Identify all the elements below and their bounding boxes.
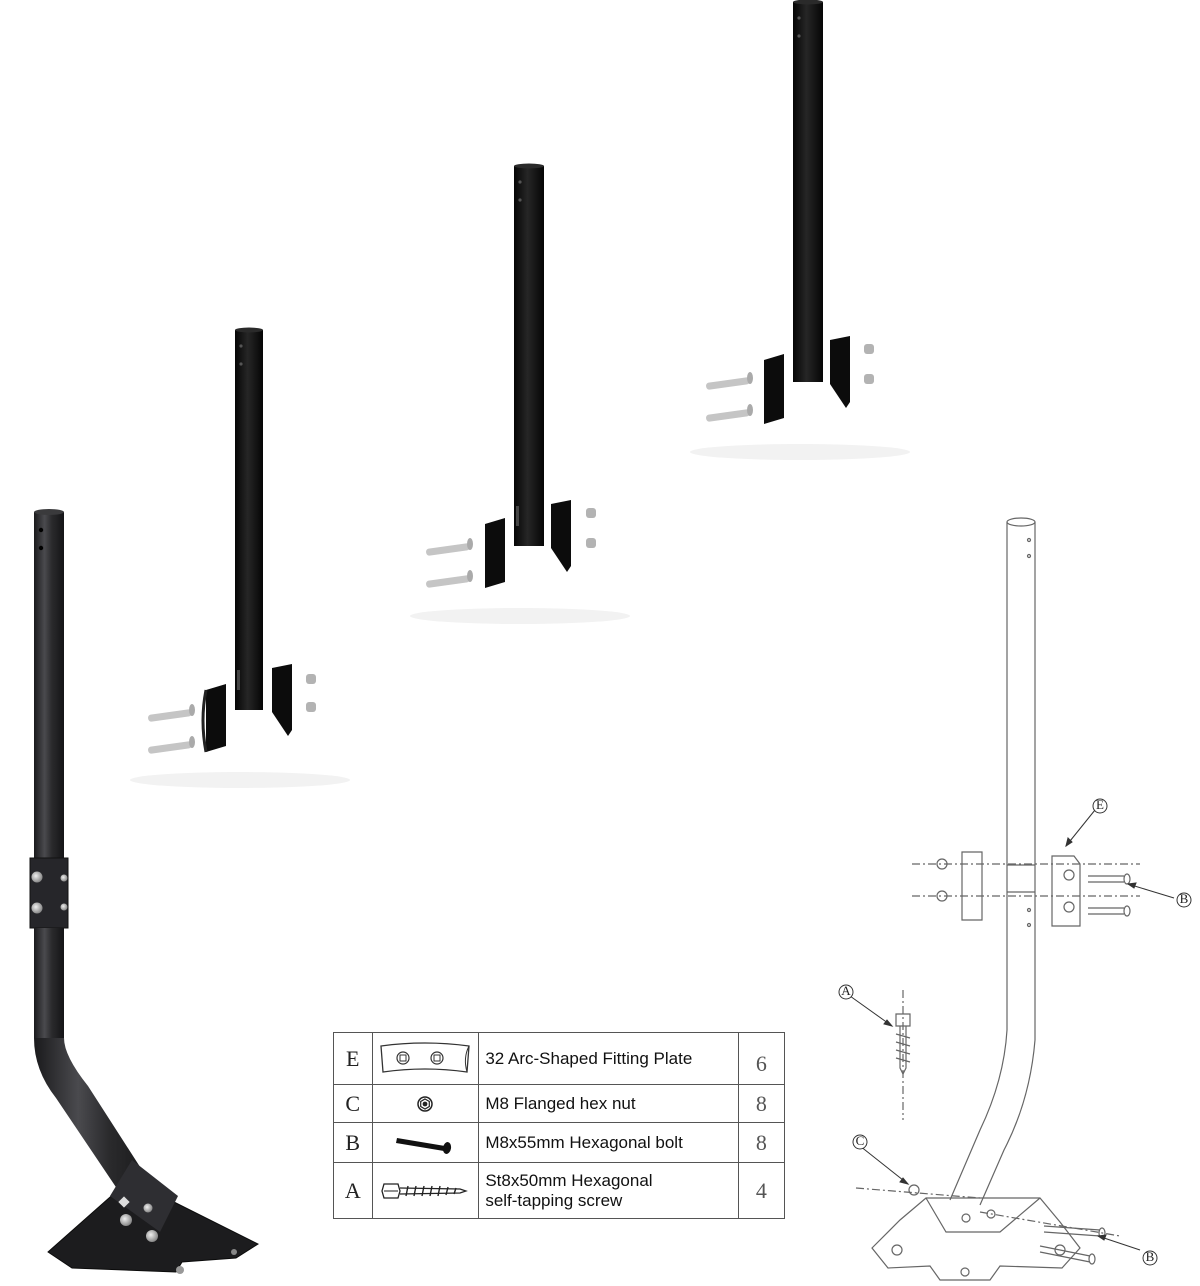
bolt bbox=[706, 409, 750, 422]
part-name: M8x55mm Hexagonal bolt bbox=[478, 1122, 739, 1163]
clamp-plate-right bbox=[272, 664, 292, 736]
part-name-line-1: St8x50mm Hexagonal bbox=[485, 1170, 653, 1190]
self-tapping-screw-icon bbox=[371, 1162, 480, 1219]
part-letter: E bbox=[333, 1032, 373, 1085]
part-qty: 8 bbox=[737, 1084, 786, 1123]
mast-upper-tube bbox=[34, 512, 64, 864]
part-qty: 8 bbox=[737, 1122, 786, 1163]
callout-c: C bbox=[855, 1133, 865, 1148]
part-name: St8x50mm Hexagonal self-tapping screw bbox=[478, 1162, 739, 1219]
table-row: E 32 Arc-Shaped Fitting Plate 6 bbox=[333, 1032, 786, 1085]
nut bbox=[306, 674, 316, 684]
extension-pole-kit-1 bbox=[130, 327, 350, 788]
hex-bolt-icon bbox=[371, 1122, 480, 1163]
callout-b-lower: B bbox=[1145, 1249, 1155, 1264]
extension-pole-kit-2 bbox=[410, 163, 630, 624]
nut bbox=[864, 344, 874, 354]
part-qty: 4 bbox=[737, 1162, 786, 1219]
bolt bbox=[426, 575, 470, 588]
part-name-line-2: self-tapping screw bbox=[485, 1190, 623, 1210]
mast-sleeve bbox=[29, 857, 69, 929]
callout-e: E bbox=[1096, 797, 1104, 812]
bolt bbox=[148, 709, 192, 722]
sleeve-bolt-icon bbox=[31, 902, 43, 914]
pole-tube bbox=[793, 2, 823, 382]
part-name: 32 Arc-Shaped Fitting Plate bbox=[478, 1032, 739, 1085]
table-row: B M8x55mm Hexagonal bolt 8 bbox=[333, 1122, 786, 1163]
nut bbox=[306, 702, 316, 712]
parts-table: E 32 Arc-Shaped Fitting Plate 6 C M8 Fla… bbox=[333, 1032, 786, 1219]
nut bbox=[864, 374, 874, 384]
bolt bbox=[426, 543, 470, 556]
part-letter: B bbox=[333, 1122, 373, 1163]
callout-b-upper: B bbox=[1179, 891, 1189, 906]
nut bbox=[586, 508, 596, 518]
pole-tube bbox=[514, 166, 544, 546]
part-letter: A bbox=[333, 1162, 373, 1219]
part-name: M8 Flanged hex nut bbox=[478, 1084, 739, 1123]
table-row: C M8 Flanged hex nut 8 bbox=[333, 1084, 786, 1123]
clamp-plate-left bbox=[206, 684, 226, 752]
bolt bbox=[148, 741, 192, 754]
arc-fitting-plate-icon bbox=[371, 1032, 480, 1085]
flanged-nut-icon bbox=[371, 1084, 480, 1123]
part-qty: 6 bbox=[737, 1032, 786, 1085]
table-row: A St8x50mm Hexagonal self-tapping screw … bbox=[333, 1162, 786, 1219]
bolt bbox=[706, 377, 750, 390]
pole-tube bbox=[235, 330, 263, 710]
part-letter: C bbox=[333, 1084, 373, 1123]
callout-a: A bbox=[841, 983, 851, 998]
extension-pole-kit-3 bbox=[690, 0, 910, 460]
sleeve-bolt-icon bbox=[31, 871, 43, 883]
nut bbox=[586, 538, 596, 548]
